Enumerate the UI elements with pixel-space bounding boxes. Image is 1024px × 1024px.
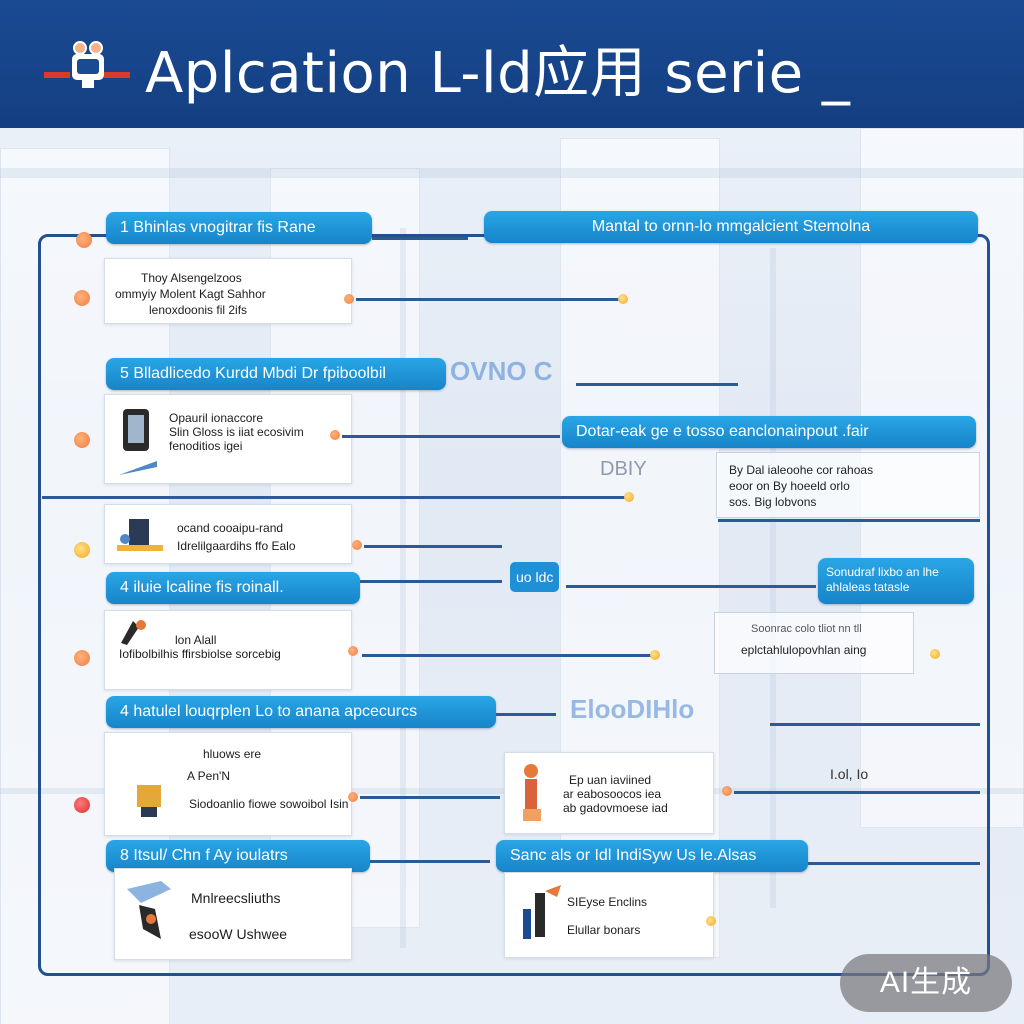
card-text: SIEyse Enclins: [567, 895, 648, 909]
connector-line: [734, 791, 980, 794]
label-line: Sonudraf lixbo an lhe: [826, 565, 939, 579]
tool-icon: [121, 620, 146, 645]
card-5: hluows ere A Pen'N Siodoanlio fiowe sowo…: [104, 732, 352, 836]
connector-line: [808, 862, 980, 865]
ai-generated-watermark: AI生成: [840, 954, 1012, 1012]
info-text: eplctahlulopovhlan aing: [741, 643, 867, 657]
card-text: Siodoanlio fiowe sowoibol Isin: [189, 797, 349, 811]
connector-dot: [706, 916, 716, 926]
card-2: Opauril ionaccore Slin Gloss is iiat eco…: [104, 394, 352, 484]
machine-icon: [117, 519, 163, 551]
card-text: lenoxdoonis fil 2ifs: [149, 303, 248, 317]
connector-line: [566, 585, 816, 588]
info-text: Soonrac colo tliot nn tll: [751, 623, 862, 635]
section-label-2-right: Dotar-eak ge e tosso eanclonainpout .fai…: [562, 416, 976, 448]
card-text: ocand cooaipu-rand: [177, 521, 284, 535]
connector-line: [360, 796, 500, 799]
connector-dot: [74, 290, 90, 306]
connector-dot: [74, 650, 90, 666]
figure-icon: [523, 764, 541, 821]
card-3: ocand cooaipu-rand Idrelilgaardihs ffo E…: [104, 504, 352, 564]
info-text: sos. Big lobvons: [729, 495, 817, 509]
connector-dot: [624, 492, 634, 502]
logo-robot-icon: [44, 41, 130, 88]
card-text: Ep uan iaviined: [569, 773, 652, 787]
section-label-1: 1 Bhinlas vnogitrar fis Rane: [106, 212, 372, 244]
card-text: ommyiy Molent Kagt Sahhor: [115, 287, 266, 301]
connector-dot: [930, 649, 940, 659]
card-text: hluows ere: [203, 747, 262, 761]
connector-dot: [722, 786, 732, 796]
connector-line: [42, 496, 626, 499]
ghost-label: DBIY: [600, 458, 647, 480]
card-text: A Pen'N: [187, 769, 230, 783]
section-label-5: 8 Itsul/ Chn f Ay ioulatrs: [106, 840, 370, 872]
connector-dot: [348, 646, 358, 656]
connector-dot: [618, 294, 628, 304]
ghost-label: OVNO C: [450, 356, 553, 386]
section-label-2: 5 Blladlicedo Kurdd Mbdi Dr fpiboolbil: [106, 358, 446, 390]
connector-line: [496, 713, 556, 716]
card-text: Opauril ionaccore: [169, 411, 264, 425]
connector-dot: [344, 294, 354, 304]
ghost-label: ElooDIHlo: [570, 694, 695, 724]
label-line: ahlaleas tatasle: [826, 580, 910, 594]
worker-icon: [137, 785, 161, 817]
connector-line: [718, 519, 980, 522]
connector-dot: [352, 540, 362, 550]
connector-line: [372, 237, 468, 240]
card-text: fenoditios igei: [169, 439, 243, 453]
card-text: Slin Gloss is iiat ecosivim: [169, 425, 304, 439]
drill-icon: [523, 885, 561, 939]
bg-column-1: [400, 228, 406, 948]
card-6: Ep uan iaviined ar eabosoocos iea ab gad…: [504, 752, 714, 834]
page-title: Aplcation L-ld应用 serie _: [145, 41, 851, 106]
section-label-5-right: Sanc als or Idl IndiSyw Us le.Alsas: [496, 840, 808, 872]
connector-line: [770, 723, 980, 726]
glyph-label: I.ol, Io: [830, 766, 869, 782]
card-text: Thoy Alsengelzoos: [141, 271, 242, 285]
card-7: Mnlreecsliuths esooW Ushwee: [114, 868, 352, 960]
card-text: ab gadovmoese iad: [563, 801, 668, 815]
info-text: eoor on By hoeeld orlo: [729, 479, 850, 493]
card-1: Thoy Alsengelzoos ommyiy Molent Kagt Sah…: [104, 258, 352, 324]
connector-line: [370, 860, 490, 863]
connector-dot: [330, 430, 340, 440]
connector-line: [342, 435, 560, 438]
connector-line: [364, 545, 502, 548]
hand-tool-icon: [127, 881, 171, 939]
connector-dot: [74, 542, 90, 558]
card-8: SIEyse Enclins Elullar bonars: [504, 872, 714, 958]
connector-dot: [650, 650, 660, 660]
section-label-3: 4 iluie lcaline fis roinall.: [106, 572, 360, 604]
bg-beam-1: [0, 168, 1024, 178]
card-text: lon Alall: [175, 633, 217, 647]
card-text: Idrelilgaardihs ffo Ealo: [177, 539, 296, 553]
device-icon: [119, 409, 157, 475]
connector-line: [356, 298, 624, 301]
section-label-4: 4 hatulel louqrplen Lo to anana apcecurc…: [106, 696, 496, 728]
card-4: lon Alall Iofibolbilhis ffirsbiolse sorc…: [104, 610, 352, 690]
bg-column-2: [770, 248, 776, 908]
connector-dot: [74, 432, 90, 448]
card-text: Mnlreecsliuths: [191, 890, 281, 906]
card-text: Elullar bonars: [567, 923, 641, 937]
info-box: By Dal ialeoohe cor rahoas eoor on By ho…: [716, 452, 980, 518]
connector-line: [360, 580, 502, 583]
card-text: Iofibolbilhis ffirsbiolse sorcebig: [119, 647, 281, 661]
card-text: esooW Ushwee: [189, 926, 288, 942]
info-box-2: Soonrac colo tliot nn tll eplctahlulopov…: [714, 612, 914, 674]
connector-dot: [76, 232, 92, 248]
section-label-1-right: Mantal to ornn-lo mmgalcient Stemolna: [484, 211, 978, 243]
section-label-3-right: Sonudraf lixbo an lhe ahlaleas tatasle: [818, 558, 974, 604]
header-bar: Aplcation L-ld应用 serie _: [0, 0, 1024, 128]
connector-dot: [74, 797, 90, 813]
connector-line: [362, 654, 652, 657]
connector-line: [576, 383, 738, 386]
card-text: ar eabosoocos iea: [563, 787, 662, 801]
section-tag: uo ldc: [510, 562, 560, 592]
info-text: By Dal ialeoohe cor rahoas: [729, 463, 874, 477]
connector-dot: [348, 792, 358, 802]
